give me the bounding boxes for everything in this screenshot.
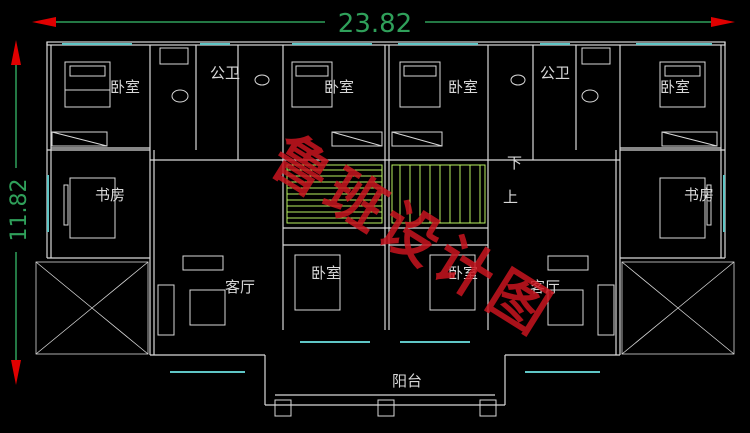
windows — [47, 43, 725, 373]
label-study-right: 书房 — [684, 186, 714, 204]
label-bedroom-top-center: 卧室 — [324, 78, 354, 96]
bottom-beds — [294, 254, 476, 311]
label-balcony: 阳台 — [392, 372, 422, 390]
wardrobes — [51, 131, 718, 147]
stair-left — [286, 164, 383, 224]
label-wc-right: 公卫 — [540, 64, 570, 82]
desks — [63, 177, 712, 239]
left-arrow-icon — [32, 17, 56, 27]
stair-right — [391, 164, 486, 224]
label-living-right: 客厅 — [530, 278, 560, 296]
label-study-left: 书房 — [95, 186, 125, 204]
width-label: 23.82 — [338, 9, 412, 39]
label-wc-left: 公卫 — [210, 64, 240, 82]
height-label: 11.82 — [7, 179, 32, 242]
bay-window-right — [621, 261, 735, 355]
balcony-columns — [274, 399, 497, 417]
label-living-left: 客厅 — [225, 278, 255, 296]
label-bedroom-top-center-2: 卧室 — [448, 78, 478, 96]
up-arrow-icon — [11, 40, 21, 65]
bed-top-right — [659, 61, 706, 108]
interior-walls — [51, 45, 721, 330]
stair-up-label: 上 — [503, 188, 518, 206]
height-dimension: 11.82 — [4, 40, 32, 385]
right-arrow-icon — [711, 17, 735, 27]
label-bedroom-bottom-right: 卧室 — [448, 264, 478, 282]
bay-window-left — [35, 261, 149, 355]
label-bedroom-top-right: 卧室 — [660, 78, 690, 96]
bed-top-center-right — [399, 61, 441, 108]
down-arrow-icon — [11, 360, 21, 385]
bed-top-center-left — [291, 61, 333, 108]
stair-down-label: 下 — [507, 154, 522, 172]
toilets — [159, 47, 611, 103]
width-dimension: 23.82 — [32, 8, 735, 39]
bed-top-left — [64, 61, 111, 108]
label-bedroom-bottom-left: 卧室 — [311, 264, 341, 282]
label-bedroom-top-left: 卧室 — [110, 78, 140, 96]
sofas — [157, 255, 615, 336]
